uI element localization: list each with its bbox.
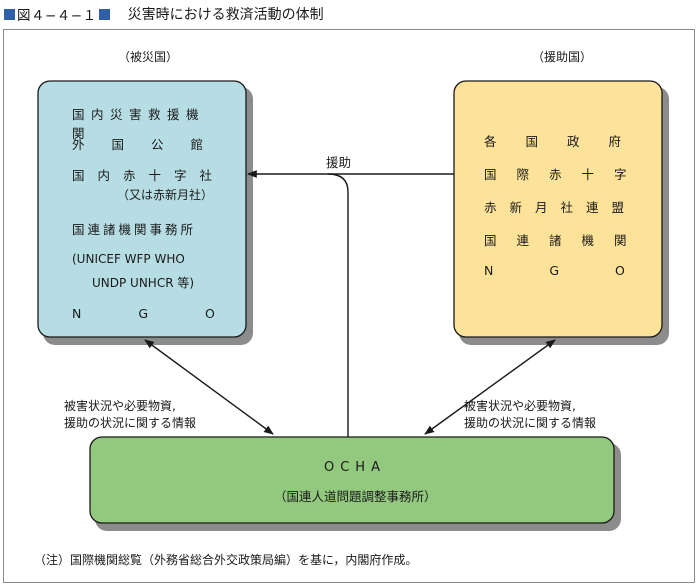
- donor-item-un: 国連諸機関: [484, 233, 647, 248]
- figure-label: 図４−４−１: [17, 8, 97, 24]
- donor-item-redcross: 国際赤十字: [484, 167, 647, 182]
- donor-item-ngo: NGO: [484, 263, 681, 278]
- donor-heading: （援助国）: [532, 50, 593, 64]
- figure-title-bar: 図４−４−１ 災害時における救済活動の体制: [4, 3, 324, 25]
- source-note: （注）国際機関総覧（外務省総合外交政策局編）を基に，内閣府作成。: [34, 553, 418, 567]
- affected-item-foreign: 外国公館: [72, 137, 231, 152]
- aid-label: 援助: [326, 155, 352, 170]
- info-arrow-right: [424, 339, 556, 435]
- affected-item-un: 国連諸機関事務所: [72, 222, 197, 237]
- ocha-full-name: （国連人道問題調整事務所）: [274, 489, 437, 504]
- ocha-branch-line: [327, 173, 349, 437]
- affected-box: [37, 80, 247, 338]
- affected-heading: （被災国）: [118, 50, 179, 64]
- info-arrow-left: [144, 339, 274, 435]
- info-left-line1: 被害状況や必要物資,: [64, 399, 176, 413]
- donor-box: [453, 80, 663, 338]
- ocha-name: OCHA: [324, 460, 386, 475]
- affected-item-ngo: NGO: [72, 306, 272, 321]
- affected-item-redcrescent: （又は赤新月社）: [117, 188, 214, 202]
- affected-item-domestic: 国内災害救援機関: [72, 104, 222, 142]
- affected-item-un-ex2: UNDP UNHCR 等): [92, 276, 195, 290]
- figure-title: 災害時における救済活動の体制: [127, 7, 324, 23]
- info-left-line2: 援助の状況に関する情報: [64, 416, 197, 430]
- figure-frame: [3, 29, 695, 583]
- donor-item-governments: 各国政府: [484, 134, 651, 149]
- affected-item-redcross: 国内赤十字社: [72, 168, 226, 183]
- affected-item-un-ex1: (UNICEF WFP WHO: [72, 252, 185, 266]
- ocha-box: [89, 436, 615, 524]
- info-right-line2: 援助の状況に関する情報: [464, 416, 597, 430]
- info-right-line1: 被害状況や必要物資,: [464, 399, 576, 413]
- title-square-icon: [4, 8, 15, 20]
- affected-domestic-text: 国内災害救援機関: [72, 107, 206, 141]
- donor-item-redcrescent-league: 赤新月社連盟: [484, 200, 638, 215]
- title-square-icon: [98, 8, 110, 20]
